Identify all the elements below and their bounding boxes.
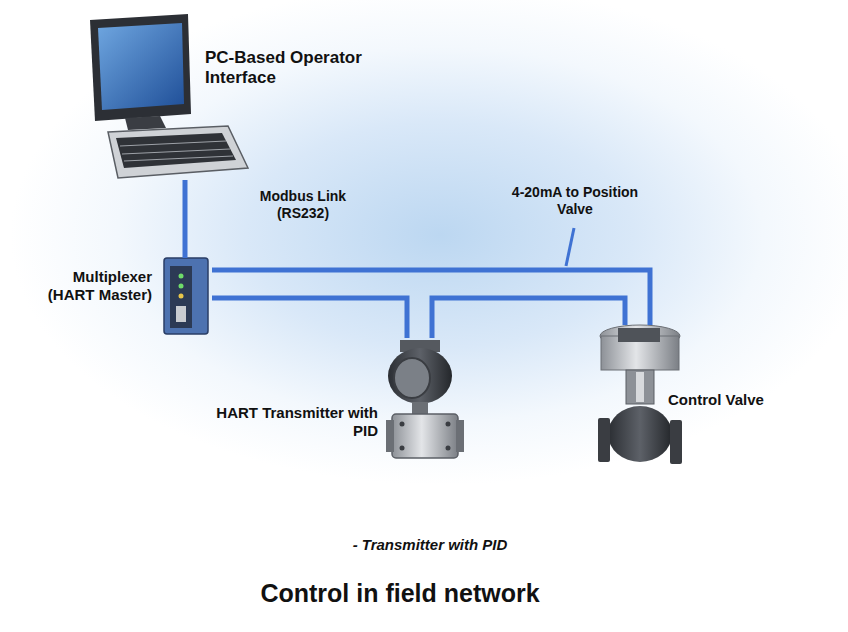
module-connector (176, 306, 186, 322)
key-row (120, 141, 226, 146)
monitor-frame (90, 14, 191, 121)
link-label: 4-20mA to Position Valve (506, 184, 644, 218)
leader-line (566, 228, 574, 266)
sensor-body (392, 414, 458, 458)
module-housing (164, 258, 208, 334)
device-label: HART Transmitter with PID (216, 404, 378, 440)
multiplexer-illustration (164, 258, 208, 334)
transmitter-illustration (386, 340, 464, 458)
device-node: Multiplexer (HART Master) (28, 258, 212, 336)
signal-wire (212, 298, 407, 338)
device-label: Multiplexer (HART Master) (30, 268, 152, 304)
device-node: PC-Based Operator Interface (85, 12, 395, 180)
status-led (179, 284, 184, 289)
computer-illustration (90, 14, 248, 178)
keyboard (108, 126, 248, 178)
monitor-screen (98, 23, 184, 110)
flange (598, 418, 610, 462)
housing-cover (394, 358, 430, 398)
flange (670, 420, 682, 464)
link-label: Modbus Link (RS232) (244, 188, 362, 222)
device-node: Control Valve (592, 325, 792, 470)
monitor-stand (125, 116, 166, 130)
status-led (179, 294, 184, 299)
flange (456, 420, 464, 452)
figure-title: Control in field network (150, 578, 650, 608)
signal-wire (432, 298, 625, 338)
transmitter-housing (388, 348, 452, 404)
device-node: HART Transmitter with PID (210, 338, 465, 470)
status-led (179, 274, 184, 279)
bolt (400, 446, 405, 451)
bolt (446, 422, 451, 427)
flange (386, 420, 394, 452)
valve-stem (636, 372, 644, 402)
key-row (124, 156, 233, 161)
positioner (618, 328, 660, 342)
module-front (170, 266, 192, 328)
valve-yoke (626, 370, 654, 404)
transmitter-neck (412, 402, 428, 414)
signal-wire (183, 180, 188, 258)
keyboard-keys (116, 133, 236, 168)
figure-caption: - Transmitter with PID (280, 536, 580, 554)
bolt (400, 422, 405, 427)
key-row (122, 149, 230, 154)
valve-body (608, 406, 672, 462)
bolt (446, 446, 451, 451)
device-label: Control Valve (668, 391, 786, 409)
device-label: PC-Based Operator Interface (205, 48, 390, 89)
